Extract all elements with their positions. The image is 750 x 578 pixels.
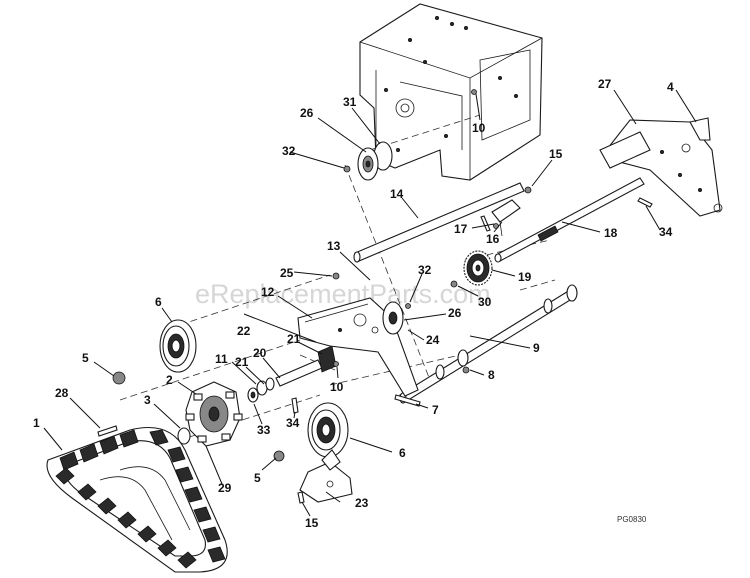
callout-2: 2 — [166, 373, 173, 387]
frame-housing — [359, 3, 543, 181]
nut-32-upper — [343, 165, 351, 173]
track-treads — [55, 429, 226, 569]
callout-10-lower: 10 — [330, 380, 344, 394]
callout-5-lower: 5 — [254, 471, 261, 485]
callout-16: 16 — [486, 232, 500, 246]
callout-9: 9 — [533, 341, 540, 355]
callout-10-upper: 10 — [472, 121, 486, 135]
callout-17: 17 — [454, 222, 468, 236]
callout-29: 29 — [218, 481, 232, 495]
shafts — [275, 177, 645, 404]
callout-31: 31 — [343, 95, 357, 109]
callout-5-upper: 5 — [82, 351, 89, 365]
shaft-14 — [354, 182, 525, 262]
callout-15-upper: 15 — [549, 147, 563, 161]
callout-21-left: 21 — [235, 355, 249, 369]
pulley-6-lower — [307, 402, 349, 458]
callout-8: 8 — [488, 368, 495, 382]
callout-6-upper: 6 — [155, 295, 162, 309]
callout-15-lower: 15 — [305, 516, 319, 530]
pulley-6-upper — [159, 319, 197, 373]
track-1 — [46, 426, 228, 573]
bolt-15-lower — [297, 491, 305, 504]
callout-13: 13 — [327, 239, 341, 253]
bolt-28 — [97, 425, 118, 437]
callout-11: 11 — [215, 352, 228, 366]
callout-27: 27 — [598, 77, 612, 91]
nut-15-upper — [524, 186, 532, 194]
callout-33: 33 — [257, 423, 271, 437]
pin-7 — [394, 394, 421, 407]
callout-21-right: 21 — [287, 332, 301, 346]
callout-28: 28 — [55, 386, 69, 400]
screw-25 — [332, 272, 340, 280]
pulley-26-31 — [357, 141, 393, 181]
nut-5-lower — [273, 450, 285, 462]
bracket-23 — [299, 449, 353, 503]
pulley-26-lower — [382, 301, 404, 335]
bracket-16 — [491, 199, 521, 237]
nut-8 — [462, 366, 470, 374]
callout-26-upper: 26 — [300, 106, 314, 120]
pin-10-upper — [471, 89, 477, 95]
callout-30: 30 — [478, 295, 492, 309]
callout-14: 14 — [390, 187, 404, 201]
shaft-20 — [275, 359, 323, 387]
callout-19: 19 — [518, 270, 532, 284]
spacers — [247, 377, 275, 403]
callout-32-lower: 32 — [418, 263, 432, 277]
callout-23: 23 — [355, 496, 369, 510]
pin-32-lower — [405, 303, 411, 309]
callout-22: 22 — [237, 324, 251, 338]
callout-32-upper: 32 — [282, 144, 296, 158]
callout-4: 4 — [667, 80, 674, 94]
callout-34-lower: 34 — [286, 416, 300, 430]
callout-labels: 1 2 3 4 5 5 6 6 7 8 9 10 10 11 12 13 14 … — [33, 77, 674, 530]
drawing-code: PG0830 — [617, 515, 647, 524]
washer-30 — [450, 280, 458, 288]
callout-20: 20 — [253, 346, 267, 360]
pin-10-lower — [333, 361, 339, 367]
leader-lines — [43, 89, 697, 517]
sprocket-hub-2 — [177, 381, 243, 447]
bolt-34-lower — [291, 397, 299, 414]
callout-26-lower: 26 — [448, 306, 462, 320]
callout-24: 24 — [426, 333, 440, 347]
gear-19 — [463, 250, 493, 286]
callout-3: 3 — [144, 393, 151, 407]
hardware — [97, 89, 653, 504]
bolt-34-upper — [637, 197, 653, 208]
callout-18: 18 — [604, 226, 618, 240]
callout-34-upper: 34 — [659, 225, 673, 239]
callout-6-lower: 6 — [399, 446, 406, 460]
side-bracket-27 — [599, 117, 723, 217]
callout-12: 12 — [261, 285, 275, 299]
callout-25: 25 — [280, 266, 294, 280]
watermark-text: eReplacementParts.com — [195, 279, 491, 309]
callout-7: 7 — [432, 403, 439, 417]
callout-1: 1 — [33, 416, 40, 430]
nut-5-upper — [112, 371, 126, 385]
bolt-17 — [480, 215, 491, 232]
